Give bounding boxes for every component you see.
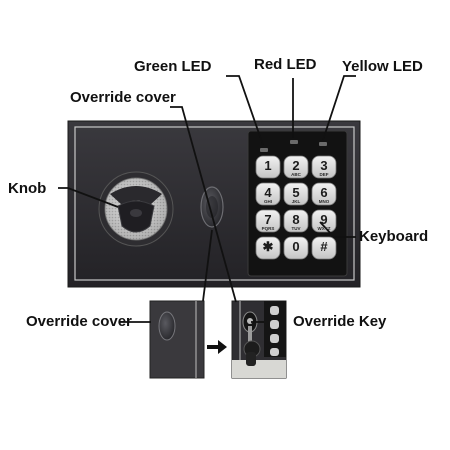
yellow-led-label: Yellow LED	[342, 58, 423, 75]
keypad-key	[311, 155, 337, 179]
knob-leader	[58, 187, 119, 208]
override-cover-leader-top	[170, 106, 237, 303]
keypad-key-number: 6	[320, 185, 328, 200]
red-led-label: Red LED	[254, 56, 317, 73]
yellow-led-leader	[322, 75, 356, 141]
keypad-key-letters: PQRS	[261, 226, 275, 231]
keypad-key-letters: ABC	[291, 172, 301, 177]
keypad-key	[255, 182, 281, 206]
knob-label: Knob	[8, 180, 47, 197]
arrow-icon	[207, 340, 227, 354]
leader-lines	[58, 75, 356, 323]
keypad-key-letters: TUV	[291, 226, 301, 231]
override-cover-label-bottom: Override cover	[26, 313, 132, 330]
keypad-key	[311, 209, 337, 233]
override-cover-leader-mid	[202, 229, 213, 302]
keypad-key-number: 0	[292, 239, 300, 254]
keypad-key-number: ✱	[262, 239, 274, 254]
keypad-key-number: #	[320, 239, 328, 254]
green-led	[260, 148, 268, 152]
yellow-led	[319, 142, 327, 146]
override-cover-bottom	[158, 311, 176, 341]
keypad-key-number: 2	[292, 158, 300, 173]
keypad-key	[311, 182, 337, 206]
keypad-key-letters: GHI	[263, 199, 272, 204]
keypad-key	[283, 182, 309, 206]
keypad-key-number: 8	[292, 212, 300, 227]
green-led-leader	[226, 75, 264, 146]
keypad-key	[283, 209, 309, 233]
keypad-key	[255, 236, 281, 260]
keypad-key	[283, 236, 309, 260]
keypad-key-number: 5	[292, 185, 300, 200]
knob	[98, 171, 174, 247]
override-key	[243, 326, 261, 366]
keypad-key-number: 3	[320, 158, 328, 173]
keypad-key-letters: WXYZ	[317, 226, 331, 231]
keypad-key-number: 1	[264, 158, 272, 173]
keypad-key	[283, 155, 309, 179]
keypad-key-letters: MNO	[318, 199, 330, 204]
keypad-key	[255, 209, 281, 233]
keypad-key-number: 9	[320, 212, 328, 227]
keypad-key-number: 7	[264, 212, 272, 227]
keypad-key	[255, 155, 281, 179]
keyboard-leader	[319, 221, 356, 238]
keypad-key-letters: JKL	[291, 199, 301, 204]
green-led-label: Green LED	[134, 58, 212, 75]
override-cover-label-top: Override cover	[70, 89, 176, 106]
override-key-label: Override Key	[293, 313, 387, 330]
keypad-key-number: 4	[264, 185, 272, 200]
keypad-key-letters: DEF	[319, 172, 329, 177]
inset-photo	[149, 300, 287, 379]
keyboard-label: Keyboard	[359, 228, 429, 245]
override-cover-top	[200, 186, 224, 228]
red-led	[290, 140, 298, 144]
keypad-panel	[247, 130, 348, 277]
keypad-key	[311, 236, 337, 260]
